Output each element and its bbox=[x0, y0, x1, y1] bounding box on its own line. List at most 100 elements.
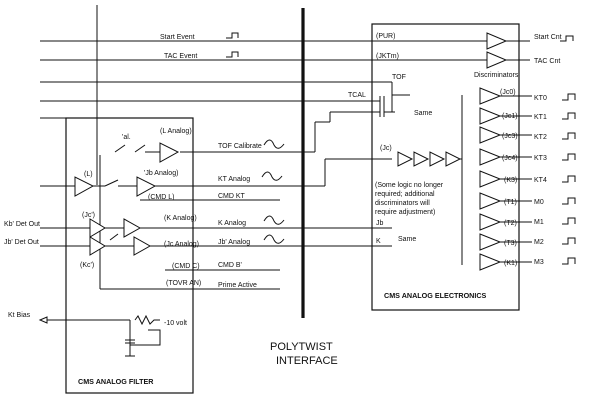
output-m2: M2 bbox=[534, 239, 544, 246]
minus-10-volt-label: -10 volt bbox=[164, 320, 187, 327]
cal-switch-2-icon bbox=[134, 144, 146, 153]
kt-bias-label: Kt Bias bbox=[8, 312, 31, 319]
k-label: K bbox=[376, 238, 381, 245]
jc-analog-filter-label: (Jc Analog) bbox=[164, 241, 199, 248]
discriminator-m0-icon bbox=[479, 192, 502, 210]
output-kt3: KT3 bbox=[534, 155, 547, 162]
jk-switch-icon bbox=[109, 233, 119, 241]
discriminator-kt1-icon bbox=[479, 107, 502, 125]
tovr-an-label: (TOVR AN) bbox=[166, 280, 201, 287]
note-line-3: discriminators will bbox=[375, 200, 430, 207]
output-kt0: KT0 bbox=[534, 95, 547, 102]
jc-prime-label: (Jc') bbox=[82, 212, 95, 219]
start-event-label: Start Event bbox=[160, 34, 195, 41]
discriminator-m1-icon bbox=[479, 213, 502, 231]
output-labels: KT0 KT1 KT2 KT3 KT4 M0 M1 M2 M3 bbox=[534, 95, 547, 266]
note-line-2: required; additional bbox=[375, 191, 435, 198]
electronics-title: CMS ANALOG ELECTRONICS bbox=[384, 291, 487, 300]
jb-analog-filter-label: 'Jb Analog) bbox=[144, 170, 178, 177]
output-kt4: KT4 bbox=[534, 177, 547, 184]
pulse-kt4-icon bbox=[562, 175, 576, 183]
jc-amp-1-icon bbox=[397, 151, 414, 167]
cmd-c-label: (CMD C) bbox=[172, 263, 200, 270]
cal-label: 'al. bbox=[122, 134, 131, 141]
jc-label: (Jc) bbox=[380, 145, 392, 152]
output-m1: M1 bbox=[534, 219, 544, 226]
output-pulses bbox=[560, 35, 576, 265]
pulse-kt2-icon bbox=[562, 132, 576, 140]
channel-t2: (T2) bbox=[504, 220, 517, 227]
channel-labels: (Jc0) (Jc1) (Jc3) (Jc4) (K3) (T1) (T2) (… bbox=[500, 89, 518, 267]
cmd-b-label: CMD B' bbox=[218, 262, 242, 269]
jc-amp-3-icon bbox=[429, 151, 446, 167]
l-analog-amplifier-icon bbox=[159, 142, 180, 163]
channel-t3: (T3) bbox=[504, 240, 517, 247]
kc-prime-amplifier-icon bbox=[89, 236, 106, 256]
channel-jc4: (Jc4) bbox=[502, 155, 518, 162]
pulse-m0-icon bbox=[562, 197, 576, 205]
discriminator-m2-icon bbox=[479, 233, 502, 251]
l-amplifier-icon bbox=[74, 176, 95, 197]
tcal-label: TCAL bbox=[348, 92, 366, 99]
pulse-kt0-icon bbox=[562, 93, 576, 101]
pur-label: (PUR) bbox=[376, 33, 395, 40]
output-kt1: KT1 bbox=[534, 114, 547, 121]
tac-cnt-discriminator-icon bbox=[486, 51, 508, 69]
tac-event-label: TAC Event bbox=[164, 53, 197, 60]
note-line-1: (Some logic no longer bbox=[375, 182, 444, 189]
bias-loop bbox=[129, 320, 161, 346]
channel-jc3: (Jc3) bbox=[502, 133, 518, 140]
prime-active-label: Prime Active bbox=[218, 282, 257, 289]
analog-electronics-box bbox=[371, 23, 520, 311]
kt-analog-label: KT Analog bbox=[218, 176, 250, 183]
discriminator-stack bbox=[479, 87, 502, 271]
discriminators-label: Discriminators bbox=[474, 72, 519, 79]
same-top-label: Same bbox=[414, 110, 432, 117]
cal-switch-icon bbox=[114, 144, 126, 153]
l-analog-label: (L Analog) bbox=[160, 128, 192, 135]
discriminator-outputs bbox=[500, 95, 532, 263]
tof-calibrate-wave-icon bbox=[263, 139, 285, 149]
resistor-icon bbox=[134, 314, 160, 326]
output-m0: M0 bbox=[534, 199, 544, 206]
jb-analog-wave-icon bbox=[263, 234, 285, 244]
jktm-label: (JKTm) bbox=[376, 53, 399, 60]
channel-t1: (T1) bbox=[504, 199, 517, 206]
arrow-left-icon bbox=[38, 316, 48, 324]
pulse-kt1-icon bbox=[562, 112, 576, 120]
kc-prime-label: (Kc') bbox=[80, 262, 94, 269]
jb-det-out-label: Jb' Det Out bbox=[4, 239, 39, 246]
pulse-start-icon bbox=[560, 35, 574, 42]
jc-amp-2-icon bbox=[413, 151, 430, 167]
start-cnt-label: Start Cnt bbox=[534, 34, 562, 41]
tof-calibrate-label: TOF Calibrate bbox=[218, 143, 262, 150]
jc-amp-4-icon bbox=[445, 151, 462, 167]
discriminator-kt3-icon bbox=[479, 148, 502, 166]
kt-analog-wave-icon bbox=[261, 171, 283, 181]
channel-jc0: (Jc0) bbox=[500, 89, 516, 96]
same-bottom-label: Same bbox=[398, 236, 416, 243]
cmd-l-label: (CMD L) bbox=[148, 194, 174, 201]
start-event-pulse-icon bbox=[226, 32, 239, 39]
kb-det-out-label: Kb' Det Out bbox=[4, 221, 40, 228]
k-analog-filter-label: (K Analog) bbox=[164, 215, 197, 222]
discriminator-kt2-icon bbox=[479, 126, 502, 144]
interface-line-1: POLYTWIST bbox=[270, 341, 333, 353]
start-cnt-discriminator-icon bbox=[486, 32, 508, 50]
k-analog-mid-label: K Analog bbox=[218, 220, 246, 227]
discriminator-m3-icon bbox=[479, 253, 502, 271]
channel-k1: (K1) bbox=[504, 260, 517, 267]
discriminator-kt4-icon bbox=[479, 170, 502, 188]
k-analog-wave-icon bbox=[263, 215, 285, 225]
filter-title: CMS ANALOG FILTER bbox=[78, 377, 154, 386]
jb-label: Jb bbox=[376, 220, 384, 227]
tac-cnt-label: TAC Cnt bbox=[534, 58, 560, 65]
tof-label: TOF bbox=[392, 74, 406, 81]
channel-k3: (K3) bbox=[504, 177, 517, 184]
pulse-kt3-icon bbox=[562, 153, 576, 161]
pulse-m3-icon bbox=[562, 257, 576, 265]
tac-event-pulse-icon bbox=[226, 51, 239, 58]
channel-jc1: (Jc1) bbox=[502, 113, 518, 120]
output-kt2: KT2 bbox=[534, 134, 547, 141]
